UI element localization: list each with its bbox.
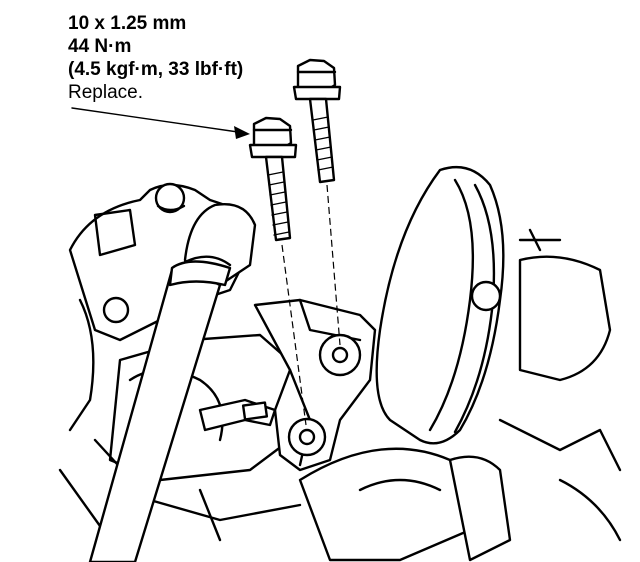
bolt-size-label: 10 x 1.25 mm <box>68 13 187 34</box>
alignment-lines <box>281 184 341 426</box>
pulley-belt <box>375 165 622 472</box>
bolt-icon-rear <box>292 58 342 184</box>
torque-alt-label: (4.5 kgf·m, 33 lbf·ft) <box>68 59 244 80</box>
replace-label: Replace. <box>68 82 143 103</box>
torque-nm-label: 44 N·m <box>68 36 132 57</box>
mount-bracket <box>198 298 377 472</box>
coolant-hose <box>88 203 257 562</box>
bolt-icon <box>248 116 298 242</box>
leader-arrow <box>71 107 250 139</box>
torque-spec-callout: 10 x 1.25 mm 44 N·m (4.5 kgf·m, 33 lbf·f… <box>68 12 243 104</box>
lower-components <box>298 447 622 562</box>
